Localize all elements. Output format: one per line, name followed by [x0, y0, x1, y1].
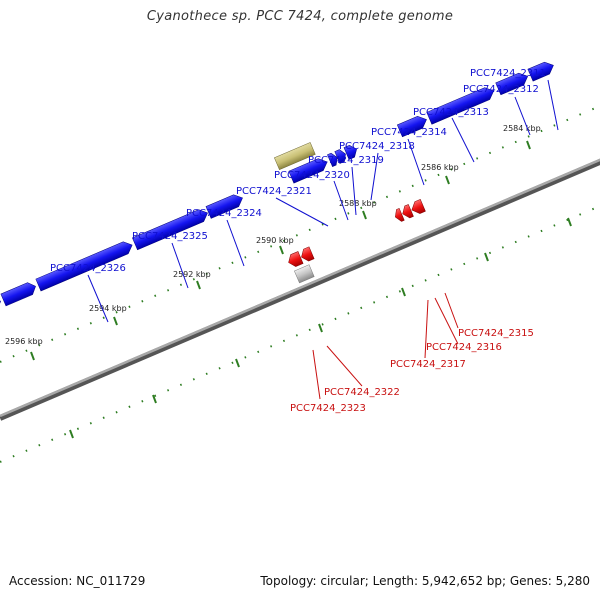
scale-labels: 2584 kbp 2586 kbp 2588 kbp 2590 kbp 2592…	[5, 124, 541, 346]
gene-label-PCC7424_2317[interactable]: PCC7424_2317	[390, 359, 466, 370]
gene-label-PCC7424_2316[interactable]: PCC7424_2316	[426, 342, 502, 353]
gene-PCC7424_2316[interactable]	[400, 204, 414, 219]
genome-summary-text: Topology: circular; Length: 5,942,652 bp…	[260, 574, 590, 588]
reverse-label-leaders	[312, 292, 459, 400]
gene-PCC7424_2317[interactable]	[393, 207, 405, 223]
forward-label-leaders	[87, 79, 559, 323]
gene-label-PCC7424_2318[interactable]: PCC7424_2318	[339, 141, 415, 152]
gene-PCC7424_2319[interactable]	[334, 148, 348, 164]
genome-backbone	[0, 158, 600, 421]
gene-PCC7424_2326[interactable]	[35, 239, 135, 292]
gene-label-PCC7424_2314[interactable]: PCC7424_2314	[371, 127, 447, 138]
scale-label-2584: 2584 kbp	[503, 124, 541, 133]
gene-label-PCC7424_2319[interactable]: PCC7424_2319	[308, 155, 384, 166]
gene-label-PCC7424_2323[interactable]: PCC7424_2323	[290, 403, 366, 414]
forward-gene-labels: PCC7424_2311 PCC7424_2312 PCC7424_2313 P…	[50, 68, 546, 274]
gene-label-PCC7424_2311[interactable]: PCC7424_2311	[470, 68, 546, 79]
feature-PCC7424_2321-olive[interactable]	[274, 142, 316, 171]
scale-label-2590: 2590 kbp	[256, 236, 294, 245]
accession-text: Accession: NC_011729	[9, 574, 146, 588]
gene-label-PCC7424_2315[interactable]: PCC7424_2315	[458, 328, 534, 339]
gene-PCC7424_2314[interactable]	[396, 113, 429, 138]
gene-PCC7424_2320[interactable]	[327, 152, 339, 167]
gene-label-PCC7424_2326[interactable]: PCC7424_2326	[50, 263, 126, 274]
gene-label-PCC7424_2312[interactable]: PCC7424_2312	[463, 84, 539, 95]
gene-label-PCC7424_2325[interactable]: PCC7424_2325	[132, 231, 208, 242]
map-title: Cyanothece sp. PCC 7424, complete genome	[146, 9, 454, 24]
gene-label-PCC7424_2320[interactable]: PCC7424_2320	[274, 170, 350, 181]
gene-PCC7424_2321[interactable]	[288, 156, 330, 184]
gene-PCC7424_2312[interactable]	[495, 70, 531, 96]
gene-label-PCC7424_2313[interactable]: PCC7424_2313	[413, 107, 489, 118]
scale-label-2586: 2586 kbp	[421, 163, 459, 172]
reverse-gene-labels: PCC7424_2315 PCC7424_2316 PCC7424_2317 P…	[290, 328, 534, 414]
scale-label-2588: 2588 kbp	[339, 199, 377, 208]
gene-unlabeled-b[interactable]	[0, 295, 3, 325]
gene-PCC7424_2323[interactable]	[286, 251, 304, 268]
gene-PCC7424_2325[interactable]	[132, 207, 210, 251]
scale-label-2594: 2594 kbp	[89, 304, 127, 313]
scale-label-2596: 2596 kbp	[5, 337, 43, 346]
forward-features	[0, 59, 556, 325]
gene-PCC7424_2322[interactable]	[299, 246, 315, 263]
forward-scale-major-ticks	[30, 140, 531, 361]
scale-label-2592: 2592 kbp	[173, 270, 211, 279]
gene-PCC7424_2315[interactable]	[409, 198, 426, 216]
forward-scale-ticks	[0, 105, 600, 363]
gene-PCC7424_2318[interactable]	[343, 143, 359, 160]
gene-PCC7424_2311[interactable]	[527, 59, 556, 82]
gene-PCC7424_2324[interactable]	[205, 192, 245, 219]
gene-PCC7424_2313[interactable]	[426, 85, 496, 125]
gene-unlabeled-a[interactable]	[0, 280, 38, 307]
gene-label-PCC7424_2322[interactable]: PCC7424_2322	[324, 387, 400, 398]
gene-label-PCC7424_2321[interactable]: PCC7424_2321	[236, 186, 312, 197]
reverse-features	[286, 198, 426, 284]
feature-PCC7424_2323-pseudo[interactable]	[294, 264, 315, 284]
gene-label-PCC7424_2324[interactable]: PCC7424_2324	[186, 208, 262, 219]
reverse-scale-major-ticks	[69, 217, 572, 439]
